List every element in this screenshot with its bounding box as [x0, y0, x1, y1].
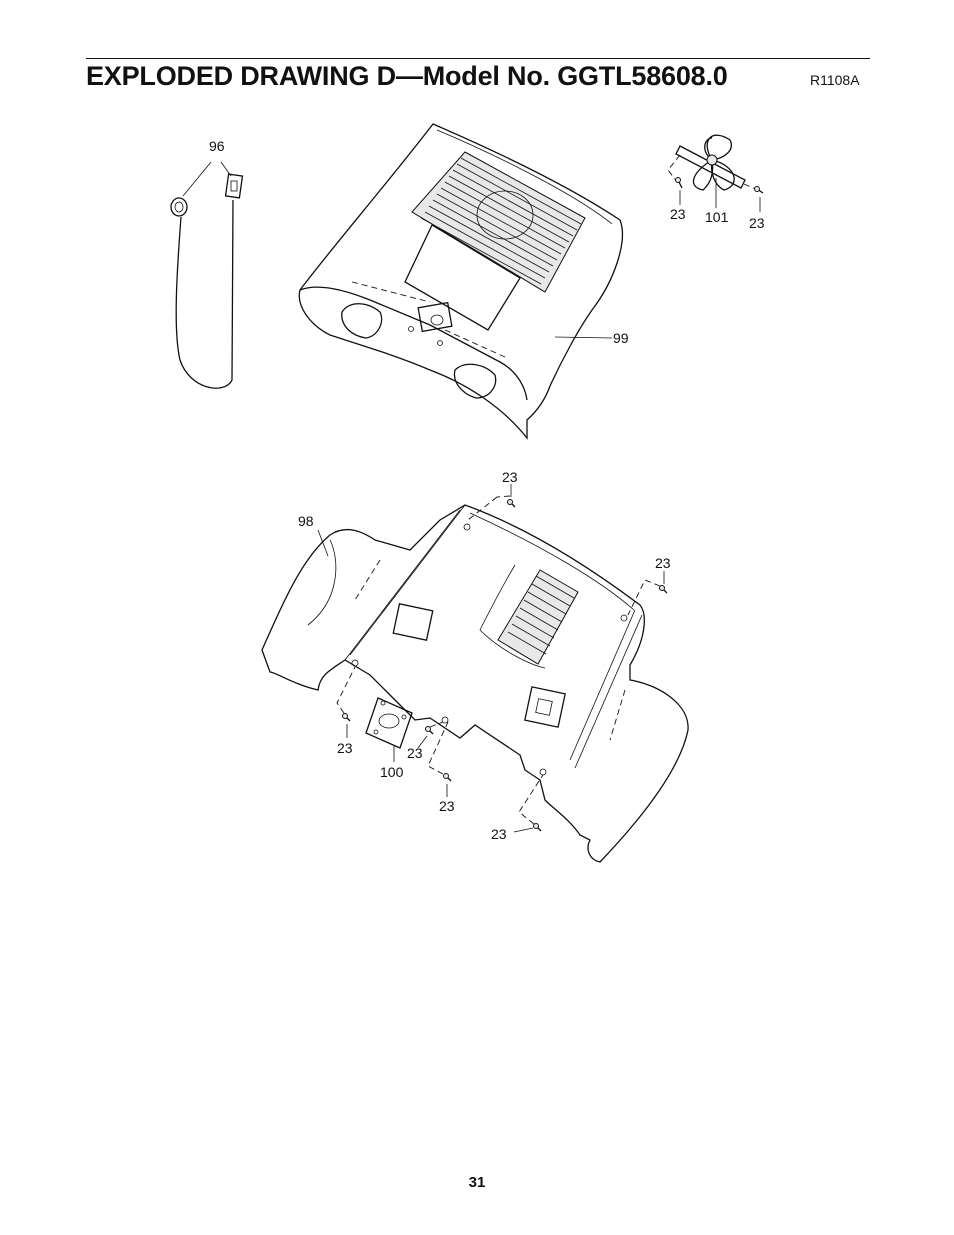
callout-23-mid: 23: [407, 745, 423, 761]
leader-top: [467, 495, 511, 521]
callout-23-bottom: 23: [491, 826, 507, 842]
leader-right: [627, 579, 661, 616]
callout-100: 100: [380, 764, 404, 780]
screw-icon: [342, 713, 351, 722]
page-title: EXPLODED DRAWING D—Model No. GGTL58608.0: [86, 61, 728, 91]
callout-23-left: 23: [337, 740, 353, 756]
leader-lower: [427, 721, 449, 775]
screw-icon: [659, 585, 668, 594]
callout-23-fan-right: 23: [749, 215, 765, 231]
part-96-wire: [170, 161, 244, 389]
leader-bottom: [518, 774, 544, 825]
callout-96: 96: [209, 138, 225, 154]
callout-99: 99: [613, 330, 629, 346]
header-rule: [86, 58, 870, 59]
drawing-code: R1108A: [810, 72, 860, 88]
leader-left: [336, 666, 356, 714]
callout-23-fan-left: 23: [670, 206, 686, 222]
screw-icon: [533, 823, 542, 832]
callout-23-top: 23: [502, 469, 518, 485]
part-101-fan: [667, 134, 764, 212]
part-99-hood-cover: [298, 123, 623, 440]
screw-icon: [507, 499, 516, 508]
page-number: 31: [468, 1174, 486, 1191]
screw-icon: [443, 773, 452, 782]
screw-icon: [754, 186, 764, 194]
part-98-base-hood: [261, 504, 689, 863]
callout-23-right: 23: [655, 555, 671, 571]
screw-icon: [425, 726, 434, 735]
callout-23-lower: 23: [439, 798, 455, 814]
leader-mid: [429, 721, 444, 728]
part-100-bracket: [365, 697, 413, 762]
callout-98: 98: [298, 513, 314, 529]
screw-icon: [675, 177, 683, 189]
callout-101: 101: [705, 209, 729, 225]
